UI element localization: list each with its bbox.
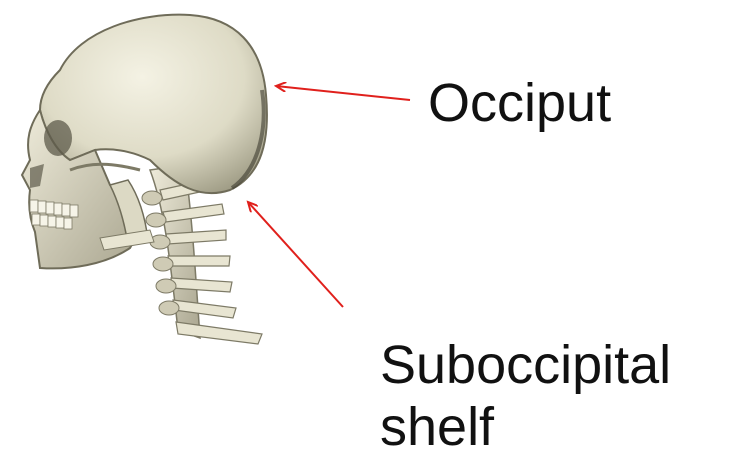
skull-spine-illustration	[22, 15, 267, 344]
suboccipital-label-line1: Suboccipital	[380, 334, 671, 396]
occiput-arrow	[276, 86, 410, 100]
occiput-label: Occiput	[428, 72, 611, 134]
suboccipital-label-line2: shelf	[380, 396, 494, 458]
suboccipital-arrow	[248, 202, 343, 307]
